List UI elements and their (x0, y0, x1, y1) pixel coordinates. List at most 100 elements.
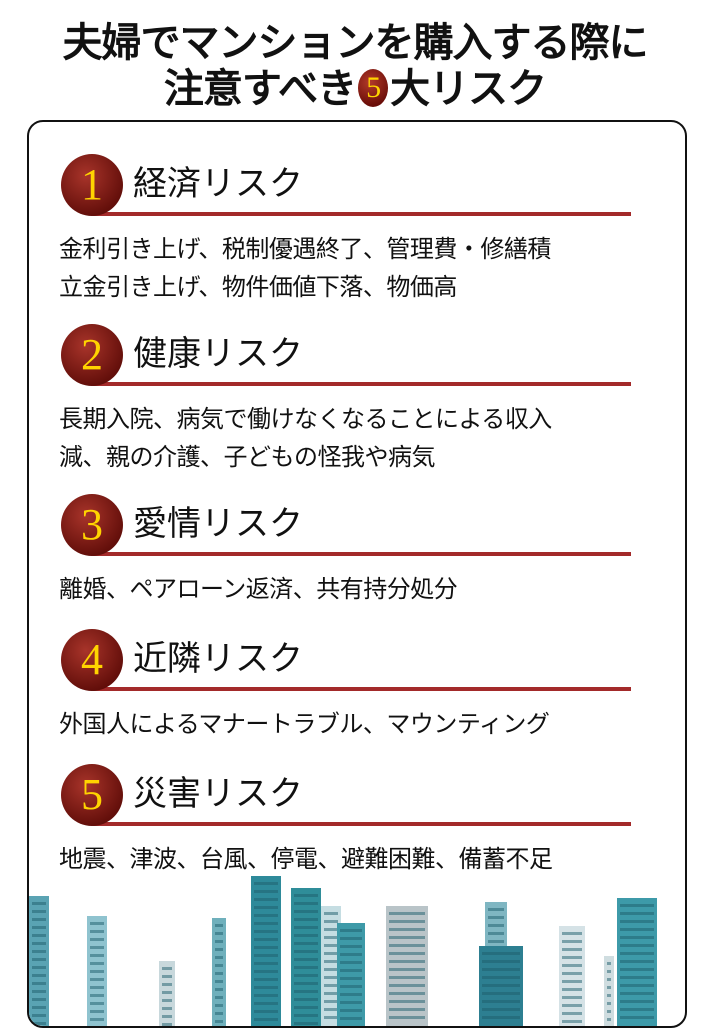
building-window-row (254, 906, 278, 909)
building-window-row (389, 920, 425, 923)
number-badge: 2 (61, 324, 123, 386)
building-window-row (562, 972, 582, 975)
building-window-row (620, 984, 654, 987)
description-line: 減、親の介護、子どもの怪我や病気 (59, 443, 436, 471)
building-window-row (254, 890, 278, 893)
building-window-row (562, 996, 582, 999)
building-window-row (254, 970, 278, 973)
risk-description: 地震、津波、台風、停電、避難困難、備蓄不足 (59, 840, 669, 878)
building-window-row (620, 1008, 654, 1011)
building-window-row (482, 1016, 520, 1019)
risk-heading: 愛情リスク (133, 504, 303, 544)
building-window-row (482, 992, 520, 995)
building-window-row (620, 936, 654, 939)
title-line-1: 夫婦でマンションを購入する際に (62, 20, 649, 66)
building-window-row (389, 912, 425, 915)
risk-heading: 災害リスク (133, 774, 303, 814)
building-window-row (32, 926, 46, 929)
building-window-row (32, 918, 46, 921)
building-window-row (562, 988, 582, 991)
building-window-row (607, 1010, 611, 1013)
building-window-row (294, 926, 318, 929)
building-window-row (90, 938, 104, 941)
building-window-row (340, 985, 362, 988)
risk-heading: 健康リスク (133, 334, 303, 374)
building-window-row (607, 1002, 611, 1005)
building-window-row (294, 894, 318, 897)
building-window-row (90, 1010, 104, 1013)
building-window-row (215, 980, 223, 983)
risk-description: 外国人によるマナートラブル、マウンティング (59, 705, 669, 743)
building-window-row (340, 945, 362, 948)
building-window-row (215, 924, 223, 927)
building-window-row (389, 976, 425, 979)
building-window-row (32, 934, 46, 937)
building-window-row (90, 1002, 104, 1005)
building-window-row (482, 952, 520, 955)
building-window-row (620, 1000, 654, 1003)
building-window-row (562, 948, 582, 951)
building-window-row (162, 999, 172, 1002)
building-window-row (162, 967, 172, 970)
building-window-row (215, 1020, 223, 1023)
building-window-row (90, 1018, 104, 1021)
building-window-row (488, 916, 504, 919)
building-window-row (340, 969, 362, 972)
building-window-row (254, 986, 278, 989)
building-window-row (162, 1015, 172, 1018)
building-window-row (32, 966, 46, 969)
building-window-row (389, 936, 425, 939)
building-window-row (254, 994, 278, 997)
building-window-row (32, 958, 46, 961)
building-window-row (620, 976, 654, 979)
building-window-row (162, 1007, 172, 1010)
building-window-row (482, 1008, 520, 1011)
building-window-row (254, 938, 278, 941)
building-window-row (562, 932, 582, 935)
description-line: 外国人によるマナートラブル、マウンティング (59, 710, 550, 738)
building-window-row (324, 984, 338, 987)
building-window-row (294, 1014, 318, 1017)
building-window-row (294, 998, 318, 1001)
building-window-row (620, 928, 654, 931)
building-window-row (32, 902, 46, 905)
building-window-row (294, 982, 318, 985)
building-window-row (324, 1008, 338, 1011)
building-window-row (324, 968, 338, 971)
building-window-row (324, 1016, 338, 1019)
building-window-row (389, 944, 425, 947)
building-window-row (340, 1009, 362, 1012)
building-window-row (607, 1018, 611, 1021)
building-window-row (294, 974, 318, 977)
building-window-row (294, 958, 318, 961)
building-window-row (324, 976, 338, 979)
building-window-row (294, 1022, 318, 1025)
building-window-row (254, 954, 278, 957)
description-line: 金利引き上げ、税制優遇終了、管理費・修繕積 (59, 235, 551, 263)
building-window-row (90, 922, 104, 925)
building-window-row (340, 993, 362, 996)
building-window-row (488, 924, 504, 927)
building-window-row (607, 994, 611, 997)
building-window-row (324, 992, 338, 995)
building-window-row (389, 952, 425, 955)
building-window-row (562, 1004, 582, 1007)
building-window-row (620, 920, 654, 923)
building-window-row (340, 929, 362, 932)
building-window-row (254, 922, 278, 925)
building-window-row (294, 918, 318, 921)
building-window-row (607, 978, 611, 981)
building-window-row (162, 975, 172, 978)
building-window-row (294, 966, 318, 969)
description-line: 地震、津波、台風、停電、避難困難、備蓄不足 (59, 845, 553, 873)
description-line: 離婚、ペアローン返済、共有持分処分 (59, 575, 458, 603)
building-window-row (254, 978, 278, 981)
building-window-row (389, 1016, 425, 1019)
building-window-row (389, 1000, 425, 1003)
building-window-row (620, 944, 654, 947)
building-window-row (340, 961, 362, 964)
building-window-row (254, 898, 278, 901)
risk-description: 離婚、ペアローン返済、共有持分処分 (59, 570, 669, 608)
building-window-row (482, 960, 520, 963)
